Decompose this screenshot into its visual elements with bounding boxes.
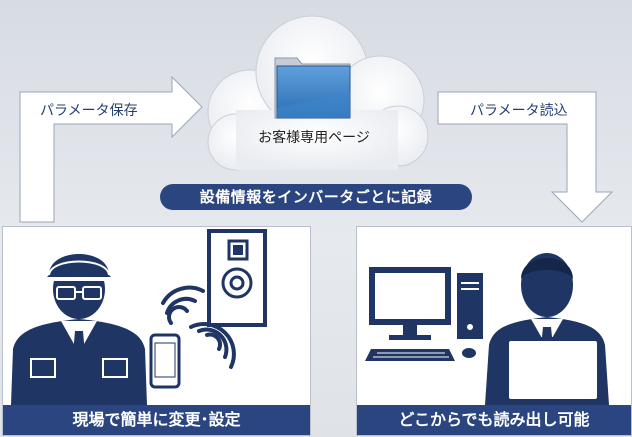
onsite-illustration (11, 229, 267, 405)
worker-icon (11, 254, 147, 405)
load-arrow-label: パラメータ読込 (470, 103, 568, 119)
load-arrow (437, 91, 614, 223)
keyboard-icon (365, 349, 455, 361)
cloud-label: お客様専用ページ (258, 130, 370, 146)
record-banner: 設備情報をインバータごとに記録 (160, 184, 472, 210)
desktop-monitor-icon (369, 267, 451, 340)
panel-remote: どこからでも読み出し可能 (356, 226, 632, 436)
save-arrow (19, 75, 203, 223)
folder-icon (274, 57, 351, 119)
inverter-icon (207, 229, 267, 327)
mouse-icon (462, 348, 476, 358)
panel-onsite: 現場で簡単に変更･設定 (2, 226, 311, 436)
save-arrow-label: パラメータ保存 (40, 103, 138, 119)
remote-caption: どこからでも読み出し可能 (357, 405, 631, 435)
remote-illustration (365, 253, 609, 405)
smartphone-icon (149, 333, 181, 389)
onsite-caption: 現場で簡単に変更･設定 (3, 405, 310, 435)
laptop-icon (505, 337, 601, 403)
wireless-signal-icon (161, 285, 236, 369)
pc-tower-icon (457, 273, 483, 339)
